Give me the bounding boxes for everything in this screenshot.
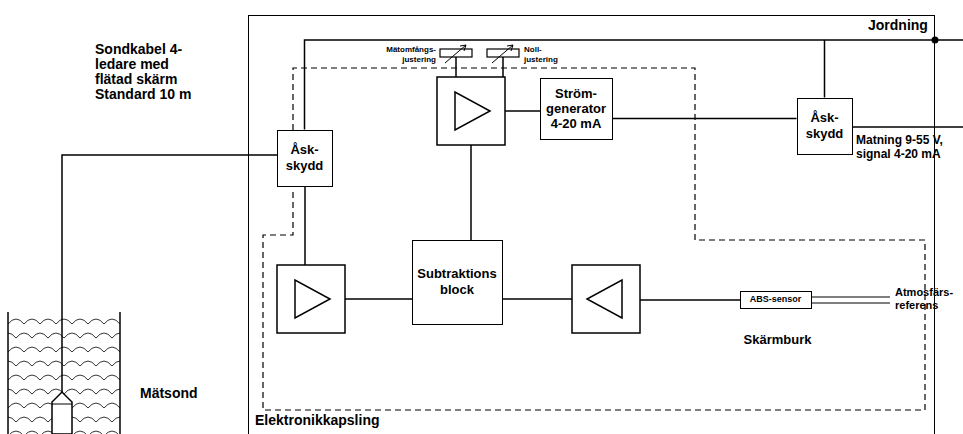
wire	[304, 187, 306, 265]
subtraction-box: Subtraktions block	[412, 240, 503, 325]
wire	[503, 298, 572, 300]
water-tank	[8, 312, 120, 434]
junction-dot	[932, 37, 939, 44]
lightning-protection-box: Åsk- skydd	[797, 98, 853, 155]
probe-label: Mätsond	[140, 385, 220, 401]
reference-tube	[812, 297, 890, 303]
node-text: ABS-sensor	[743, 294, 809, 305]
potentiometer-symbol	[440, 45, 472, 77]
node-text: Subtraktions block	[415, 266, 500, 298]
wire	[470, 145, 472, 240]
amplifier-symbol	[572, 265, 640, 333]
supply-label: Matning 9-55 V, signal 4-20 mA	[856, 133, 960, 161]
cable-label: Sondkabel 4-ledare med flätad skärm Stan…	[95, 42, 207, 102]
wire-connector	[613, 118, 797, 120]
node-text: Åsk- skydd	[800, 110, 850, 142]
probe	[52, 392, 72, 434]
reference-label: Atmosfärs- referens	[895, 286, 959, 312]
wire	[505, 110, 540, 112]
probe-cable	[62, 155, 277, 392]
wire	[345, 298, 412, 300]
node-text: Skärmburk	[742, 332, 814, 347]
sensor-box: ABS-sensor	[740, 291, 812, 309]
amplifier-symbol	[437, 77, 505, 145]
wire	[640, 299, 740, 301]
adjust-label: Mätomfångs- justering	[378, 45, 436, 65]
ground-wire	[825, 39, 963, 41]
ground-label: Jordning	[868, 17, 934, 34]
adjust-label: Noll- justering	[524, 45, 574, 65]
node-text: Ström- generator 4-20 mA	[543, 86, 610, 131]
potentiometer-symbol	[487, 45, 519, 77]
enclosure-box: Elektronikkapsling Skärmburk Ström- genera…	[248, 15, 935, 434]
node-text: Elektronikkapsling	[253, 412, 381, 428]
current-generator-box: Ström- generator 4-20 mA	[540, 78, 613, 140]
node-text: Åsk- skydd	[280, 142, 330, 174]
amplifier-symbol	[277, 265, 345, 333]
lightning-protection-box: Åsk- skydd	[277, 130, 333, 187]
shield-outline	[263, 68, 925, 410]
supply-wire	[853, 126, 963, 128]
